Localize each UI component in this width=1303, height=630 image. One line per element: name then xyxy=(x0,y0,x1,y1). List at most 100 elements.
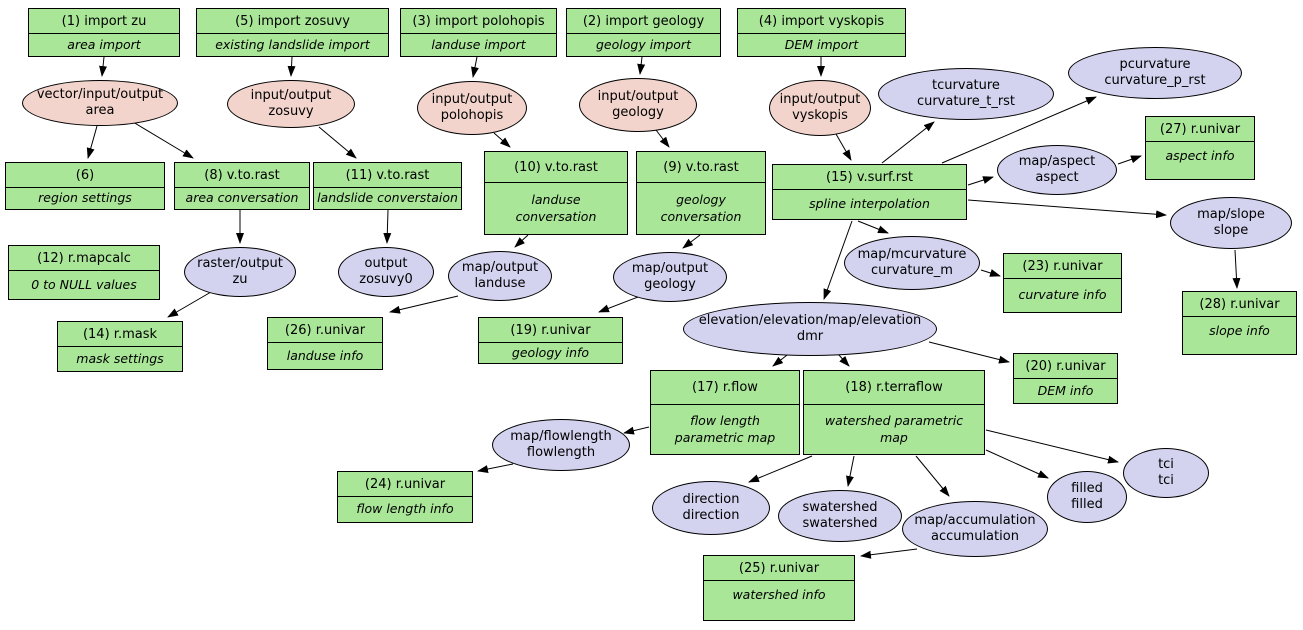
edge-rterraflow-direction xyxy=(748,455,813,483)
module-rflow[interactable]: (17) r.flow flow length parametric map xyxy=(650,370,800,455)
data-zosuvy[interactable]: input/output zosuvy xyxy=(227,80,355,128)
edge-rterraflow-tci xyxy=(985,429,1119,464)
module-import-zosuvy[interactable]: (5) import zosuvy existing landslide imp… xyxy=(196,8,389,57)
edge-rterraflow-accumulation xyxy=(915,455,950,497)
edge-vsurfrst-pcurvature xyxy=(941,96,1097,164)
data-swatershed[interactable]: swatershed swatershed xyxy=(778,490,902,542)
edge-map-landuse-runivar-landuse xyxy=(389,295,459,314)
module-subtitle: existing landslide import xyxy=(215,36,370,52)
module-runivar-curvature[interactable]: (23) r.univar curvature info xyxy=(1003,253,1122,313)
module-import-vyskopis[interactable]: (4) import vyskopis DEM import xyxy=(737,8,906,57)
module-rmask[interactable]: (14) r.mask mask settings xyxy=(57,321,183,372)
module-vtorast-landuse[interactable]: (10) v.to.rast landuse conversation xyxy=(484,151,628,235)
module-subtitle: curvature info xyxy=(1018,287,1107,303)
module-title: (2) import geology xyxy=(567,9,720,34)
data-area[interactable]: vector/input/output area xyxy=(22,80,178,126)
data-label: map/slope slope xyxy=(1197,206,1265,238)
edge-rflow-flowlength xyxy=(623,426,650,435)
module-runivar-dem[interactable]: (20) r.univar DEM info xyxy=(1013,353,1118,404)
edge-polohopis-vtorast-landuse xyxy=(493,132,511,148)
module-subtitle: 0 to NULL values xyxy=(31,276,137,292)
module-vsurfrst[interactable]: (15) v.surf.rst spline interpolation xyxy=(772,164,967,220)
data-label: map/flowlength flowlength xyxy=(510,428,612,460)
module-title: (14) r.mask xyxy=(58,322,182,347)
module-runivar-geology[interactable]: (19) r.univar geology info xyxy=(478,317,623,364)
edge-import-polohopis-polohopis xyxy=(471,56,479,78)
edge-map-geology-runivar-geology xyxy=(598,296,639,313)
data-elevation-dmr[interactable]: elevation/elevation/map/elevation dmr xyxy=(683,302,937,356)
edge-elevation-dmr-runivar-dem xyxy=(928,341,1010,364)
data-label: output zosuvy0 xyxy=(359,255,413,287)
module-runivar-flowlength[interactable]: (24) r.univar flow length info xyxy=(337,471,473,523)
module-import-zu[interactable]: (1) import zu area import xyxy=(28,8,180,57)
module-region-settings[interactable]: (6) region settings xyxy=(5,162,165,210)
data-curvature-m[interactable]: map/mcurvature curvature_m xyxy=(844,236,980,290)
data-zosuvy0[interactable]: output zosuvy0 xyxy=(338,247,434,297)
module-subtitle: geology import xyxy=(596,36,691,52)
module-subtitle: slope info xyxy=(1209,323,1270,338)
edge-slope-runivar-slope xyxy=(1232,249,1241,289)
data-tci[interactable]: tci tci xyxy=(1123,448,1209,498)
data-accumulation[interactable]: map/accumulation accumulation xyxy=(902,501,1048,557)
edge-import-geology-geology xyxy=(637,56,646,75)
module-subtitle: spline interpolation xyxy=(809,196,930,212)
data-label: pcurvature curvature_p_rst xyxy=(1104,56,1206,88)
data-label: input/output zosuvy xyxy=(250,87,332,119)
data-slope[interactable]: map/slope slope xyxy=(1170,197,1292,249)
module-subtitle: flow length info xyxy=(356,501,454,517)
data-label: map/mcurvature curvature_m xyxy=(857,246,967,278)
module-subtitle: aspect info xyxy=(1165,148,1235,163)
module-subtitle: landuse import xyxy=(431,36,526,52)
edge-vtorast-landslide-zosuvy0 xyxy=(383,209,392,244)
module-import-polohopis[interactable]: (3) import polohopis landuse import xyxy=(400,8,557,57)
data-filled[interactable]: filled filled xyxy=(1047,471,1127,523)
edge-area-region-settings xyxy=(86,125,98,159)
data-label: tcurvature curvature_t_rst xyxy=(916,77,1016,109)
data-vyskopis[interactable]: input/output vyskopis xyxy=(769,80,871,136)
edge-vsurfrst-elevation-dmr xyxy=(823,220,853,300)
module-title: (28) r.univar xyxy=(1183,292,1296,317)
module-runivar-landuse[interactable]: (26) r.univar landuse info xyxy=(267,317,383,370)
data-flowlength[interactable]: map/flowlength flowlength xyxy=(492,419,630,471)
module-runivar-aspect[interactable]: (27) r.univar aspect info xyxy=(1145,116,1255,180)
data-map-geology[interactable]: map/output geology xyxy=(613,252,727,302)
module-title: (20) r.univar xyxy=(1014,354,1117,379)
data-label: swatershed swatershed xyxy=(802,499,878,531)
data-map-landuse[interactable]: map/output landuse xyxy=(448,251,552,301)
module-title: (12) r.mapcalc xyxy=(9,246,159,271)
module-runivar-watershed[interactable]: (25) r.univar watershed info xyxy=(703,555,855,621)
module-subtitle: DEM info xyxy=(1037,382,1094,398)
data-polohopis[interactable]: input/output polohopis xyxy=(417,81,527,135)
data-label: map/accumulation accumulation xyxy=(914,512,1036,544)
module-runivar-slope[interactable]: (28) r.univar slope info xyxy=(1182,291,1297,355)
edge-vsurfrst-aspect xyxy=(967,176,994,186)
data-direction[interactable]: direction direction xyxy=(652,481,770,535)
data-label: filled filled xyxy=(1071,480,1103,512)
data-pcurvature[interactable]: pcurvature curvature_p_rst xyxy=(1068,47,1242,99)
module-import-geology[interactable]: (2) import geology geology import xyxy=(566,8,721,57)
module-rmapcalc[interactable]: (12) r.mapcalc 0 to NULL values xyxy=(8,245,160,300)
module-vtorast-geology[interactable]: (9) v.to.rast geology conversation xyxy=(636,151,766,235)
data-tcurvature[interactable]: tcurvature curvature_t_rst xyxy=(878,68,1054,120)
module-title: (18) r.terraflow xyxy=(804,371,984,405)
module-title: (19) r.univar xyxy=(479,318,622,343)
module-title: (8) v.to.rast xyxy=(175,163,309,188)
edge-rterraflow-swatershed xyxy=(846,455,855,487)
data-raster-zu[interactable]: raster/output zu xyxy=(184,247,296,297)
edge-vyskopis-vsurfrst xyxy=(835,133,852,161)
module-rterraflow[interactable]: (18) r.terraflow watershed parametric ma… xyxy=(803,370,985,455)
module-vtorast-landslide[interactable]: (11) v.to.rast landslide converstaion xyxy=(313,162,462,210)
edge-vsurfrst-tcurvature xyxy=(881,121,935,164)
data-aspect[interactable]: map/aspect aspect xyxy=(997,145,1117,195)
data-label: map/output geology xyxy=(631,260,709,292)
data-geology[interactable]: input/output geology xyxy=(579,78,697,132)
edge-flowlength-runivar-flowlength xyxy=(477,463,514,473)
data-label: input/output vyskopis xyxy=(779,91,861,123)
module-subtitle: landslide converstaion xyxy=(317,190,458,206)
edge-vtorast-geology-map-geology xyxy=(682,234,701,249)
module-vtorast-area[interactable]: (8) v.to.rast area conversation xyxy=(174,162,310,210)
edge-zosuvy-vtorast-landslide xyxy=(318,126,357,159)
module-title: (26) r.univar xyxy=(268,318,382,343)
